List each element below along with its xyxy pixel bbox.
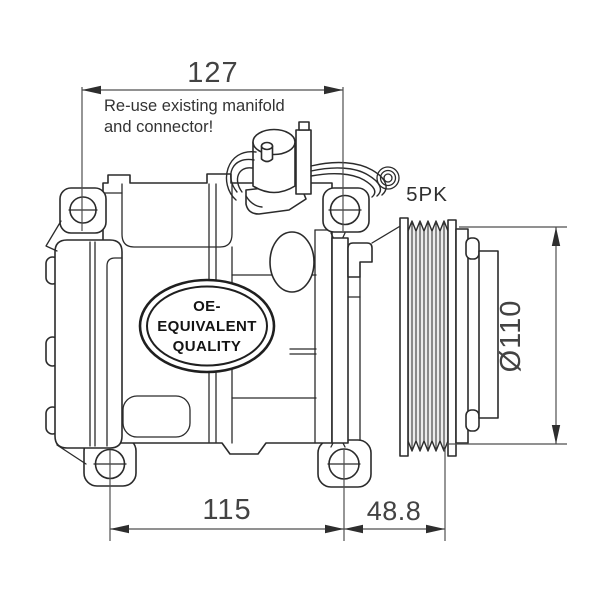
badge-line-2: EQUIVALENT	[157, 318, 257, 335]
dimension-value-48-8: 48.8	[367, 496, 422, 526]
refrigerant-connector	[225, 121, 400, 215]
dimension-value-115: 115	[202, 494, 251, 526]
pulley-flange-rear	[447, 219, 457, 457]
quality-badge: OE- EQUIVALENT QUALITY	[138, 278, 276, 374]
body-bottom-recess	[122, 395, 191, 438]
dimension-115: 115	[109, 449, 345, 541]
port-boss	[269, 231, 315, 293]
pulley-flange-front	[399, 217, 409, 457]
clutch-hub	[455, 228, 499, 444]
badge-line-1: OE-	[193, 298, 221, 315]
front-cover	[54, 239, 123, 449]
mounting-ear-top-right	[322, 187, 370, 249]
hub-pin	[465, 237, 480, 260]
belt-type-label: 5PK	[406, 183, 448, 206]
belt-pulley	[331, 217, 499, 457]
wiring-harness	[225, 151, 400, 208]
dimension-value-diameter-110: Ø110	[495, 300, 527, 373]
dimension-value-127: 127	[187, 57, 238, 89]
mounting-ear-top-left	[45, 187, 107, 252]
connector-plate	[295, 129, 312, 195]
clutch-drive-plate	[455, 228, 469, 444]
hub-pin	[465, 409, 480, 432]
pulley-bracket-strip	[331, 237, 349, 444]
note-line-1: Re-use existing manifold	[104, 97, 285, 115]
pulley-bracket	[347, 242, 373, 278]
note-line-2: and connector!	[104, 118, 213, 136]
dimension-48-8: 48.8	[344, 449, 446, 541]
hub-plate	[478, 250, 499, 419]
note-text: Re-use existing manifold and connector!	[104, 97, 285, 136]
wire-coil	[383, 173, 393, 183]
badge-line-3: QUALITY	[173, 338, 242, 355]
dimension-127: 127	[81, 57, 344, 231]
dimension-diameter-110: Ø110	[447, 226, 567, 445]
